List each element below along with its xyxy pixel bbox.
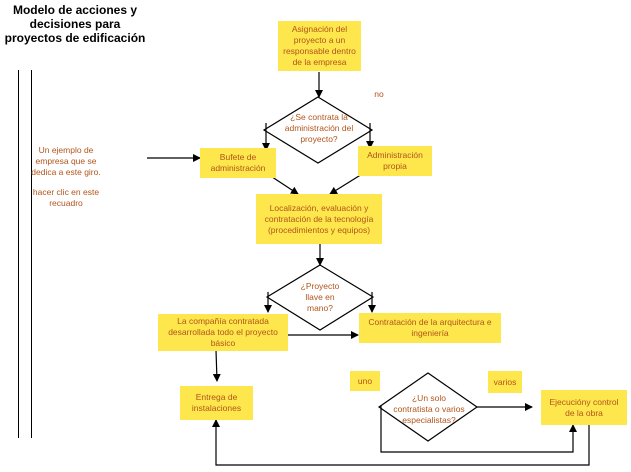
ejecucion-box[interactable]: Ejecucióny control de la obra xyxy=(541,390,627,425)
left-rule-2 xyxy=(31,70,32,438)
decision-contratista-diamond xyxy=(377,372,479,442)
arrow-compania-to-entrega xyxy=(212,349,221,382)
contratacion-box[interactable]: Contratación de la arquitectura e ingeni… xyxy=(359,313,501,343)
no-label: no xyxy=(374,89,384,99)
compania-box[interactable]: La compañía contratada desarrollada todo… xyxy=(158,314,288,351)
varios-tag: varios xyxy=(488,371,522,393)
uno-tag: uno xyxy=(350,371,380,391)
decision-admin-diamond xyxy=(262,96,374,164)
example-note[interactable]: Un ejemplo de empresa que se dedica a es… xyxy=(31,145,101,177)
decision-admin-label: ¿Se contrata la administración del proye… xyxy=(284,112,354,144)
decision-llave-diamond xyxy=(265,264,375,331)
arrow-uno-to-ejecucion xyxy=(380,405,577,453)
decision-contratista-label: ¿Un solo contratista o varios especialis… xyxy=(393,393,465,425)
assign-box[interactable]: Asignación del proyecto a un responsable… xyxy=(278,21,361,71)
admin-propia-box[interactable]: Administración propia xyxy=(358,146,432,176)
entrega-box[interactable]: Entrega de instalaciones xyxy=(180,386,253,420)
arrow-ejecucion-to-entrega xyxy=(212,419,590,466)
click-note[interactable]: hacer clic en este recuadro xyxy=(32,187,100,208)
diagram-title: Modelo de acciones y decisiones para pro… xyxy=(4,3,146,45)
decision-llave-label: ¿Proyecto llave en mano? xyxy=(300,281,340,313)
bufete-box[interactable]: Bufete de administración xyxy=(200,148,276,178)
localizacion-box[interactable]: Localización, evaluación y contratación … xyxy=(256,194,382,244)
left-rule-1 xyxy=(18,70,19,438)
